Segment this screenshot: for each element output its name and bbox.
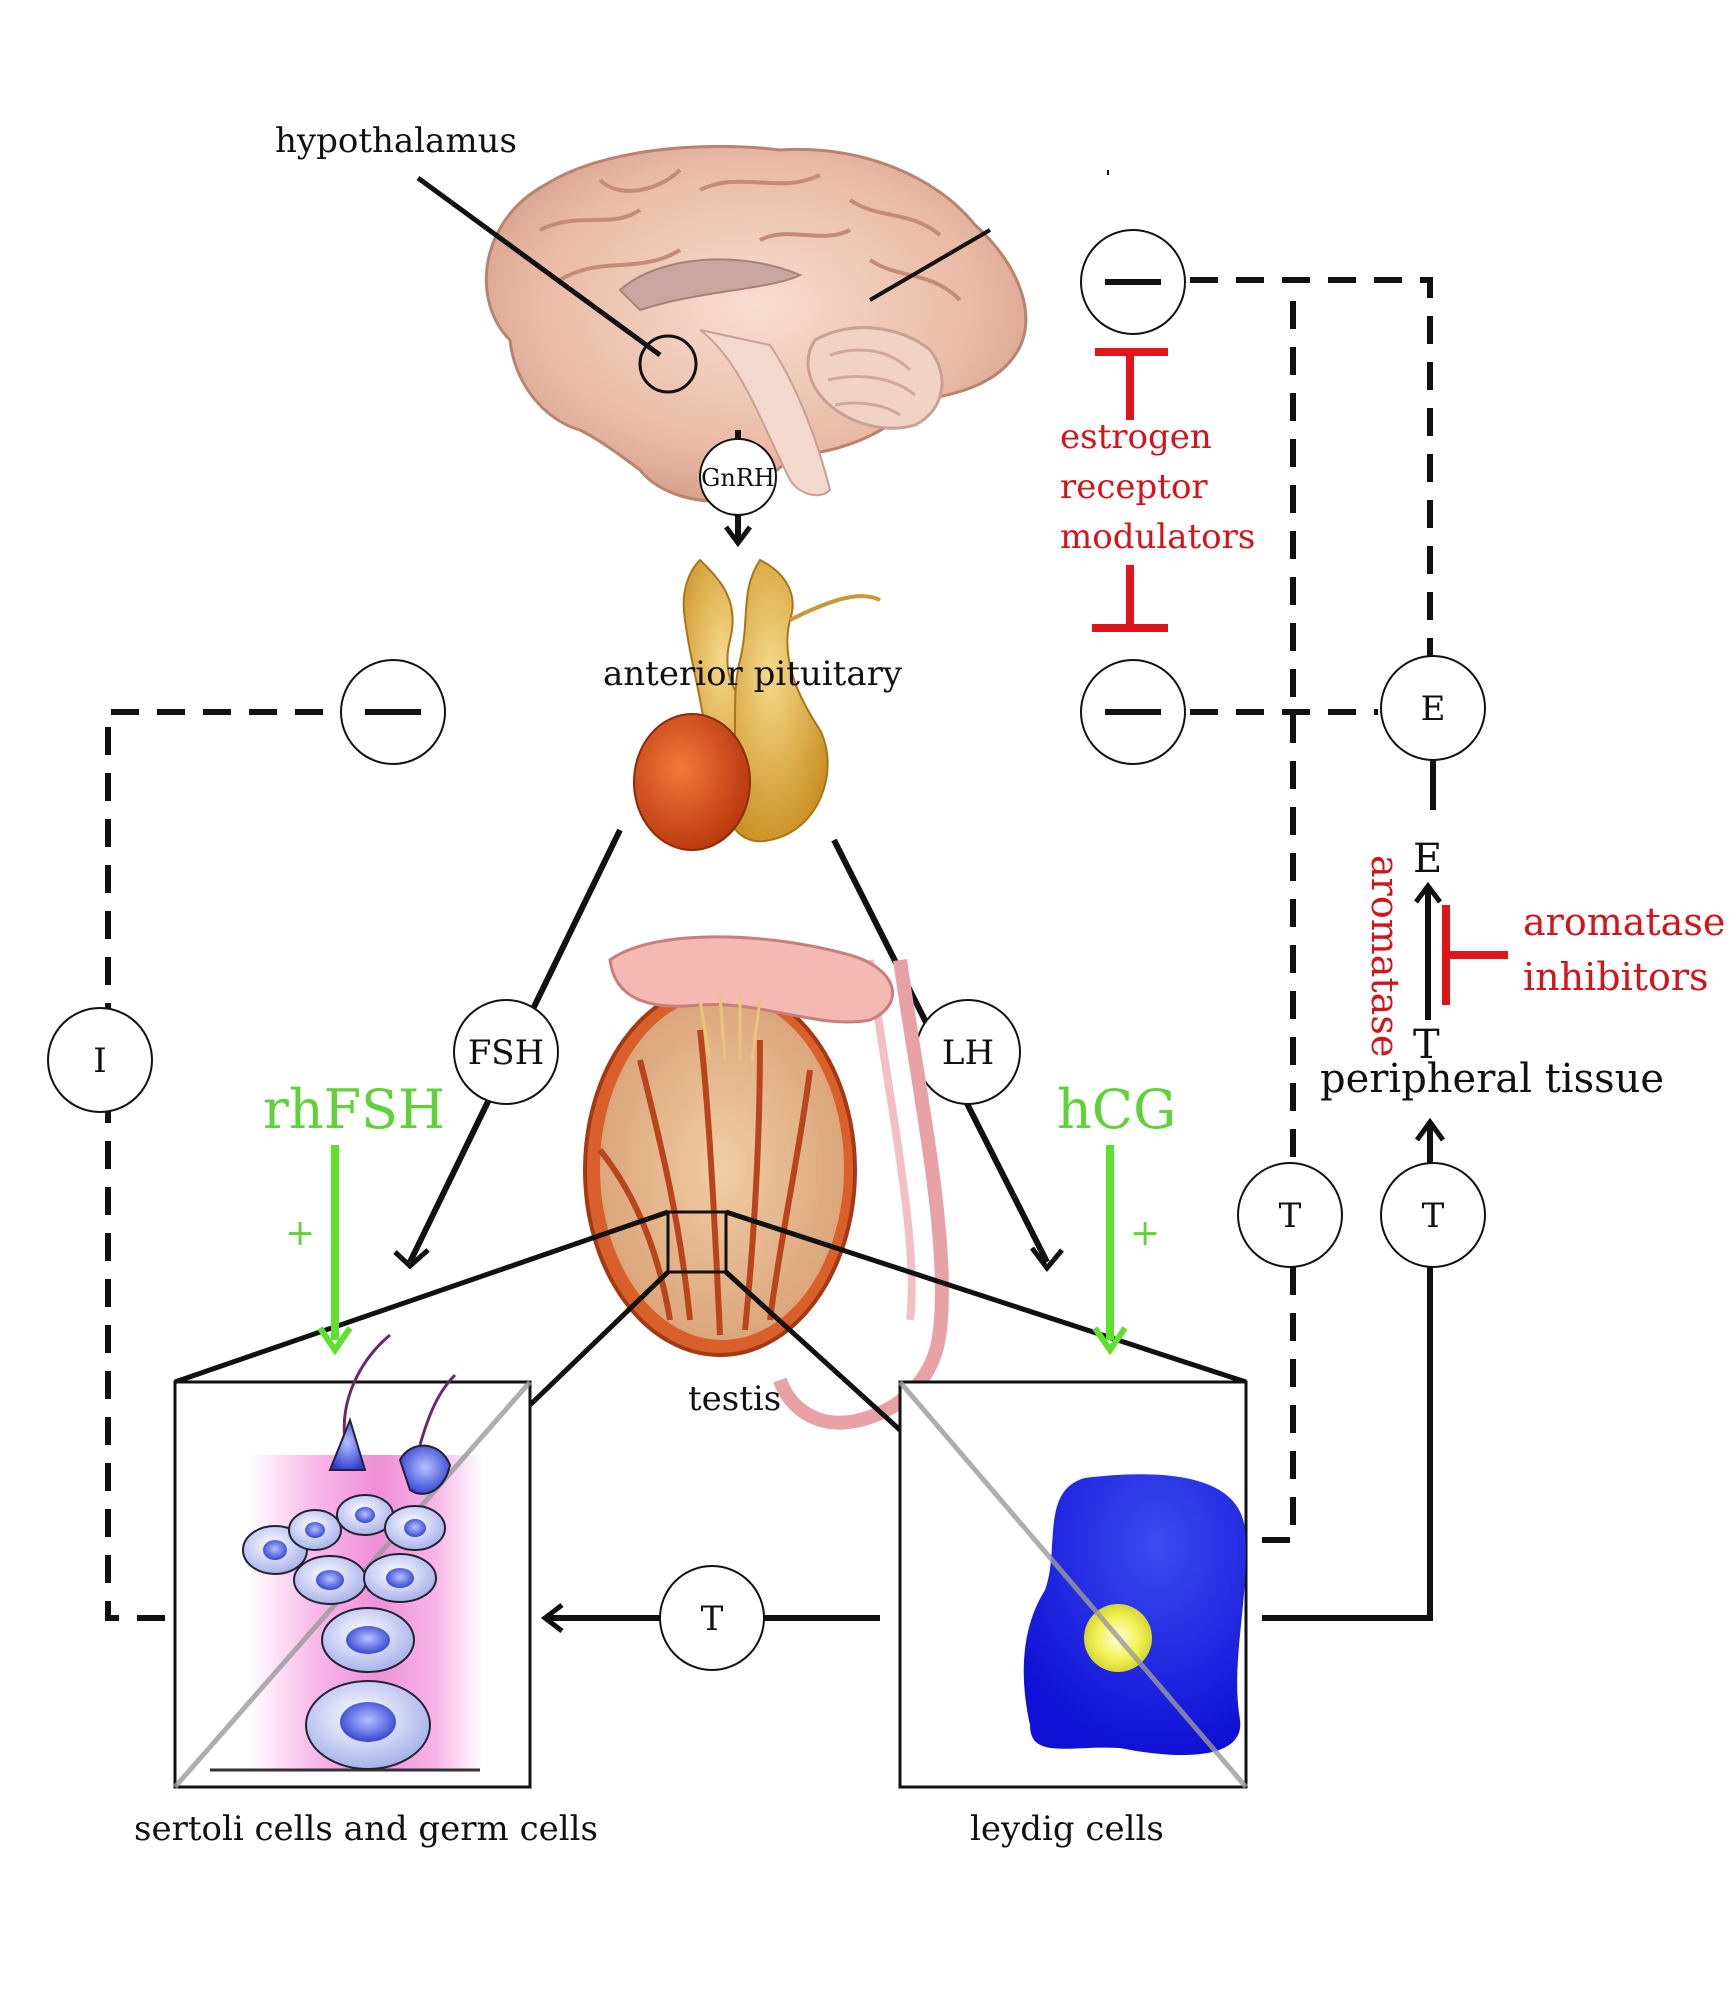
hcg-arrowhead [1092,1326,1128,1356]
hypothalamus-label: hypothalamus [275,121,517,161]
serm-label-line1: estrogen [1060,417,1212,457]
inhibin-label: I [93,1041,106,1081]
hypothalamus-marker [638,334,698,394]
t-solid-node [1380,1162,1486,1268]
sertoli-box [173,1333,532,1789]
t-solid-to-periphery-line [1262,1125,1433,1621]
t-solid-label: T [1422,1196,1445,1236]
hcg-plus: + [1130,1213,1160,1254]
aromatase-arrowhead [1414,881,1442,904]
gnrh-label: GnRH [701,464,775,492]
t-dashed-label: T [1279,1196,1302,1236]
leydig-label: leydig cells [970,1809,1164,1849]
t-dashed-feedback-line [1262,285,1296,1543]
aromatase-label: aromatase [1363,855,1407,1057]
testis-label: testis [688,1379,781,1419]
conversion-e: E [1413,836,1442,882]
zoom-lines [174,1209,1247,1432]
conversion-t: T [1413,1022,1440,1068]
t-bottom-node [659,1565,765,1671]
gnrh-node [699,438,777,516]
sertoli-label: sertoli cells and germ cells [134,1809,598,1849]
e-node-label: E [1421,689,1446,729]
leydig-box [898,1380,1248,1789]
lh-label: LH [942,1033,994,1073]
brain-illustration [484,144,1109,503]
ai-label-line1: aromatase [1523,900,1725,944]
fsh-arrowhead [393,1248,430,1270]
fsh-label: FSH [468,1033,545,1073]
t-bottom-label: T [701,1599,724,1639]
lh-arrowhead [1030,1246,1064,1273]
t-dashed-node [1237,1162,1343,1268]
pituitary-illustration [633,558,881,851]
hypothalamus-pointer [416,175,662,358]
ai-label-line2: inhibitors [1523,955,1709,999]
anterior-pituitary-label: anterior pituitary [603,654,903,694]
testis-illustration [583,935,949,1430]
rhfsh-label: rhFSH [263,1078,445,1141]
rhfsh-plus: + [285,1213,315,1254]
fsh-node [453,999,559,1105]
serm-label-line3: modulators [1060,517,1255,557]
hcg-label: hCG [1057,1078,1176,1141]
inhibin-feedback-line [105,709,340,1621]
e-top-feedback-line [1190,277,1433,660]
serm-label-line2: receptor [1060,467,1208,507]
gnrh-arrowhead [724,525,752,548]
inhibin-node [47,1007,153,1113]
rhfsh-arrowhead [317,1326,353,1356]
t-solid-arrowhead [1414,1117,1446,1142]
t-leydig-to-sertoli-arrowhead [540,1603,564,1633]
germ-cells [242,1494,446,1770]
sperm-cells [328,1333,457,1495]
peripheral-tissue-label: peripheral tissue [1320,1056,1664,1102]
